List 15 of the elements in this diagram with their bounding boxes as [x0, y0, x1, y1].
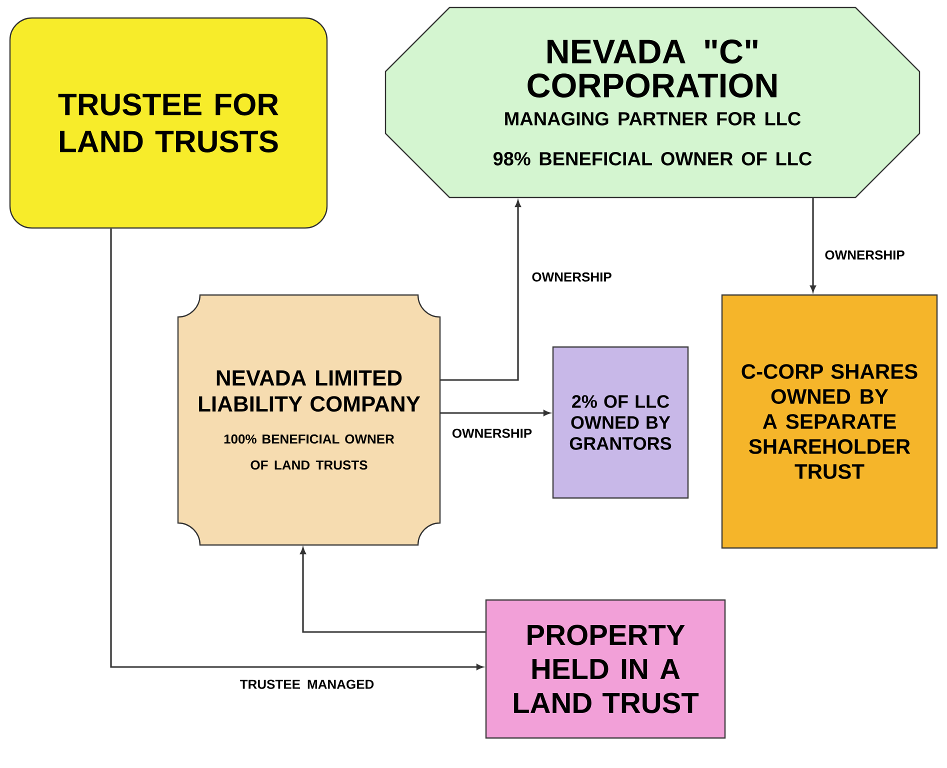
shares-box: C-CORP SHARES OWNED BY A SEPARATE SHAREHOLDER TRUST [721, 294, 938, 549]
edge-label: OWNERSHIP [823, 248, 906, 262]
edge-label: OWNERSHIP [450, 427, 534, 440]
arrow [810, 198, 816, 292]
arrow [110, 228, 484, 670]
grantors-box: 2% OF LLC OWNED BY GRANTORS [552, 346, 689, 499]
edge-label: TRUSTEE MANAGED [238, 678, 376, 690]
property-box: PROPERTY HELD IN A LAND TRUST [485, 599, 726, 739]
arrow [440, 200, 521, 381]
company-box: NEVADA LIMITED LIABILITY COMPANY 100% BENEFICIAL OWNER OF LAND TRUSTS [177, 294, 441, 546]
corporation-box: NEVADA "C" CORPORATION MANAGING PARTNER FOR LLC 98% BENEFICIAL OWNER OF LLC [384, 6, 920, 198]
trustee-box: TRUSTEE FOR LAND TRUSTS [9, 17, 328, 229]
edge-label: OWNERSHIP [530, 270, 614, 284]
arrow [300, 548, 486, 633]
arrow [440, 410, 550, 416]
